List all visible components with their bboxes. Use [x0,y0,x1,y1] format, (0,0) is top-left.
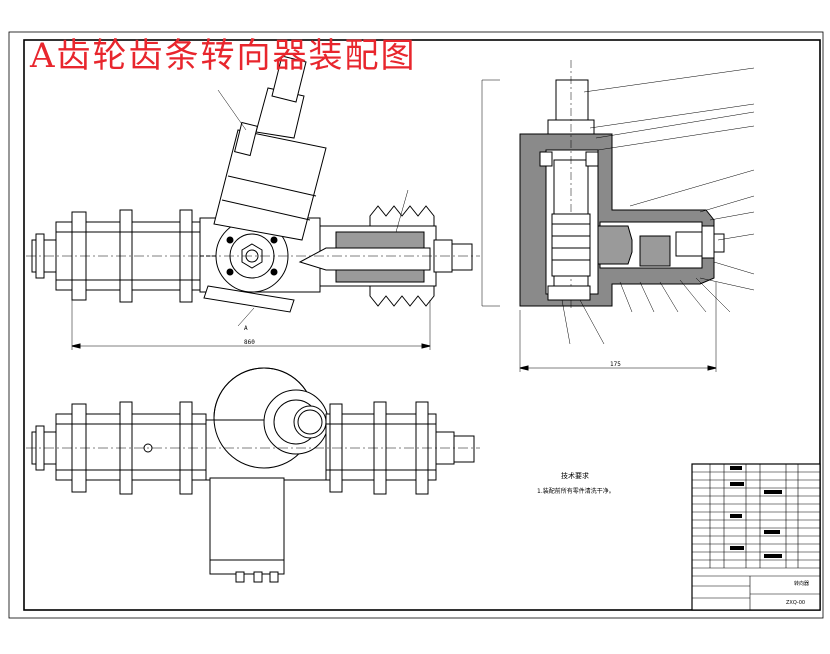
section-width-dimension: 175 [610,361,621,368]
top-view [26,367,480,583]
section-cut-label: A [244,325,248,332]
title-block [691,463,821,611]
overall-length-dimension: 860 [244,339,255,346]
section-view [481,60,755,372]
technical-requirements-title: 技术要求 [561,472,589,480]
drawing-title: A齿轮齿条转向器装配图 [30,36,417,76]
title-block-name: 转向器 [794,581,810,587]
title-block-drawing-no: ZXQ-00 [786,600,806,606]
inner-border [23,39,821,611]
front-view [26,55,480,350]
technical-requirements-note: 1.装配前所有零件清洗干净。 [537,488,615,495]
outer-border [8,31,824,619]
